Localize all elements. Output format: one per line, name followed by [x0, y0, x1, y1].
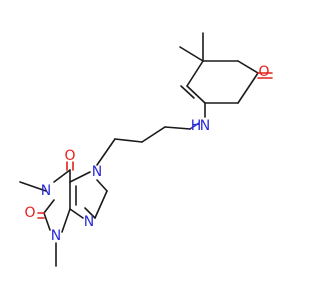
molecule-structure: O N H N O N O N N [19, 32, 273, 267]
atom-nitrogen-n3: N [51, 228, 61, 244]
atom-nitrogen-n9: N [84, 214, 94, 230]
atom-nitrogen-n7: N [92, 164, 102, 180]
bond-c3-c4 [186, 85, 206, 104]
bond-c8-n9-double [84, 207, 96, 219]
bond-c4-c5 [186, 60, 204, 87]
bond-c5-n7 [69, 171, 91, 183]
bond-c6-c1 [237, 60, 259, 74]
propyl-amine-linker [96, 102, 206, 166]
atom-oxygen-ketone: O [258, 64, 269, 80]
atom-oxygen-c2: O [24, 205, 35, 221]
bond-c8-n9 [94, 190, 108, 219]
bond-n1-methyl [19, 181, 47, 192]
bond-n1-c2 [43, 199, 55, 214]
bond-c1-c2 [237, 72, 259, 104]
xanthine-core [19, 161, 108, 267]
atom-labels: O N H N O N O N N [24, 64, 269, 244]
bond-n7-c8 [96, 179, 108, 192]
bond-chain-2 [141, 126, 166, 143]
bond-n-ch2 [189, 122, 200, 130]
atom-hydrogen-amine: H [191, 118, 202, 134]
bond-chain-1 [164, 126, 191, 130]
bond-n9-c4 [69, 208, 84, 219]
molecule-diagram: O N H N O N O N N [19, 32, 273, 267]
bond-chain-3 [114, 138, 143, 143]
bond-chain-4 [96, 138, 116, 166]
bond-c3-c4-double [180, 85, 195, 99]
bond-n3-c4 [61, 208, 71, 233]
bond-c6-n1 [53, 169, 71, 183]
atom-oxygen-c6: O [64, 148, 75, 164]
bond-methyl-a [179, 46, 204, 62]
atom-nitrogen-n1: N [41, 183, 51, 199]
bond-c2-n3 [43, 212, 51, 231]
cyclohexenone-ring [179, 32, 273, 104]
atom-nitrogen-amine: N [200, 118, 210, 134]
